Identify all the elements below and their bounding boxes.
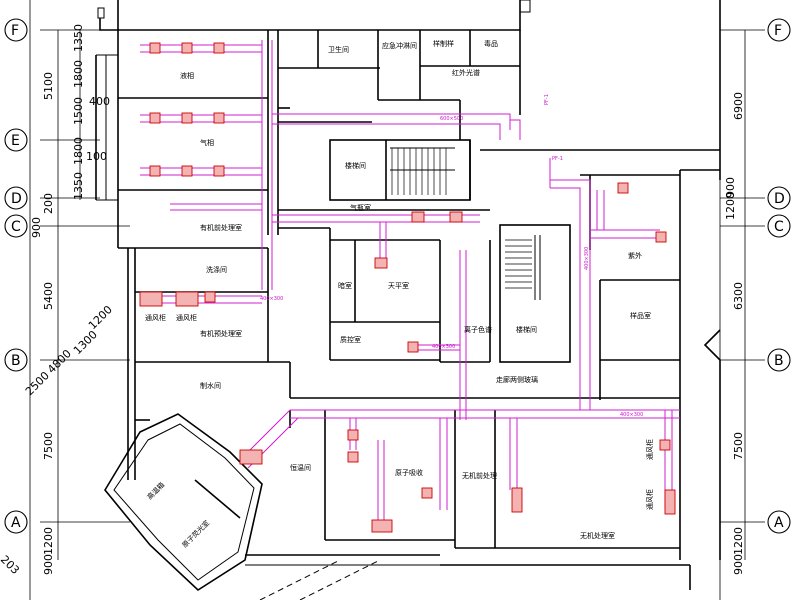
axis-label-e: E [11, 133, 20, 149]
dim-right-7500: 7500 [732, 432, 745, 460]
fume-hood-1: 通风柜 [145, 313, 166, 322]
room-balance: 天平室 [388, 281, 409, 290]
duct-labels: 600×500 PF-1 PF-1 400×300 400×300 400×30… [260, 94, 643, 418]
room-atomic-fluor: 原子荧光室 [180, 518, 211, 549]
room-emergency-shower: 应急冲淋间 [382, 41, 417, 50]
room-organic-pretreat: 有机预处理室 [200, 329, 242, 338]
room-sample-prep: 样制样 [433, 39, 454, 48]
dim-4800: 4800 [45, 347, 74, 376]
axis-label-c: C [11, 219, 21, 235]
dim-203: 203 [0, 553, 22, 577]
room-sample: 样品室 [630, 311, 651, 320]
dim-200: 200 [42, 193, 55, 214]
room-organic-pre: 有机前处理室 [200, 223, 242, 232]
room-high-temp: 高温箱 [145, 480, 166, 501]
fume-hood-4: 通风柜 [645, 489, 654, 510]
dim-1350b: 1350 [72, 172, 85, 200]
duct-label-400x300-c: 400×300 [620, 412, 643, 418]
room-inorganic-pre: 无机前处理 [462, 471, 497, 480]
fume-hood-2: 通风柜 [176, 313, 197, 322]
duct-label-600x500: 600×500 [440, 116, 463, 122]
duct-label-400x300-b: 400×300 [432, 344, 455, 350]
room-labels: 液相 气相 有机前处理室 制水间 卫生间 应急冲淋间 样制样 毒品 红外光谱 楼… [145, 39, 654, 549]
dim-right-900b: 900 [732, 554, 745, 575]
axis-bubbles-right: F D C B A [767, 18, 791, 534]
room-gas-phase: 气相 [200, 138, 214, 147]
axis-label-d: D [11, 191, 22, 207]
dim-400: 400 [89, 95, 110, 108]
room-gas-cylinder: 气瓶室 [350, 203, 371, 212]
room-constant-temp: 恒温间 [290, 463, 311, 472]
dim-right-1200: 1200 [724, 192, 737, 220]
room-ion-chrom: 离子色谱 [464, 325, 492, 334]
room-toxic: 毒品 [484, 39, 498, 48]
room-toilet: 卫生间 [328, 45, 349, 54]
dimension-texts-right: 6900 1200 900 6300 7500 1200 900 [724, 92, 745, 575]
axis-label-b: B [11, 353, 21, 369]
duct-label-400x300-d: 400×300 [584, 247, 590, 270]
dim-5100: 5100 [42, 72, 55, 100]
room-water: 制水间 [200, 381, 221, 390]
axis-label-c-right: C [774, 219, 784, 235]
room-uv: 紫外 [628, 251, 642, 260]
room-washing: 洗涤间 [206, 265, 227, 274]
dim-7500: 7500 [42, 432, 55, 460]
dim-right-1200b: 1200 [732, 527, 745, 555]
axis-label-b-right: B [774, 353, 784, 369]
dim-900: 900 [30, 217, 43, 238]
dim-1800: 1800 [72, 60, 85, 88]
duct-label-pf1-b: PF-1 [552, 156, 563, 162]
room-liquid-phase: 液相 [180, 71, 194, 80]
axis-label-f-right: F [774, 23, 782, 39]
axis-label-a-right: A [774, 515, 784, 531]
dim-1200: 1200 [42, 527, 55, 555]
dim-right-6300: 6300 [732, 282, 745, 310]
room-stairwell-1: 楼梯间 [345, 161, 366, 170]
room-qc: 质控室 [340, 335, 361, 344]
duct-label-pf1-a: PF-1 [544, 94, 550, 105]
room-infrared: 红外光谱 [452, 68, 480, 77]
dim-right-6900: 6900 [732, 92, 745, 120]
dim-1300: 1300 [71, 328, 100, 357]
dim-1200b: 1200 [86, 303, 115, 332]
dim-1800b: 1800 [72, 137, 85, 165]
dim-1350: 1350 [72, 24, 85, 52]
duct-network [140, 40, 680, 520]
dim-5400: 5400 [42, 282, 55, 310]
fume-hood-3: 通风柜 [645, 439, 654, 460]
dimension-texts-left: 1350 1800 1500 5100 400 100 1350 1800 20… [0, 24, 115, 577]
room-dark: 暗室 [338, 281, 352, 290]
axis-label-f: F [11, 23, 19, 39]
dim-900b: 900 [42, 554, 55, 575]
duct-label-400x300-a: 400×300 [260, 296, 283, 302]
dim-1500: 1500 [72, 97, 85, 125]
room-atomic-absorption: 原子吸收 [395, 468, 423, 477]
dim-right-900: 900 [724, 177, 737, 198]
axis-label-d-right: D [774, 191, 785, 207]
axis-bubbles-left: F E D C B A [4, 18, 28, 534]
air-diffusers [139, 42, 676, 533]
axis-label-a: A [11, 515, 21, 531]
room-inorganic-process: 无机处理室 [580, 531, 615, 540]
room-corridor-glass: 走廊两侧玻璃 [496, 375, 538, 384]
dim-2500: 2500 [23, 369, 52, 398]
room-stairwell-2: 楼梯间 [516, 325, 537, 334]
